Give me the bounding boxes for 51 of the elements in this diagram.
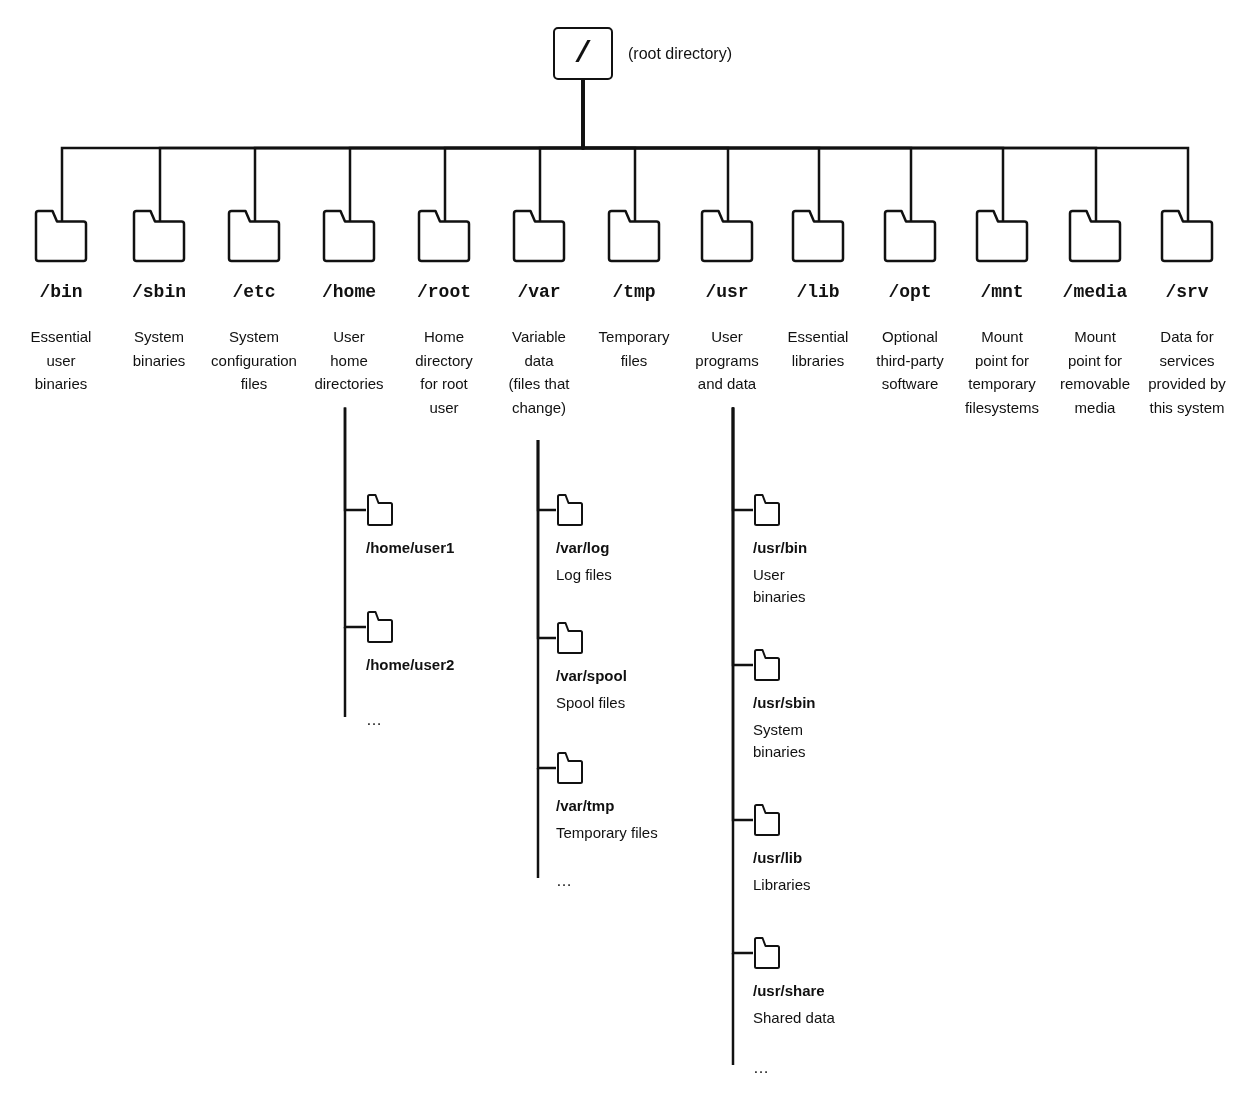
directory-description: Libraries	[753, 875, 811, 895]
directory-path: /usr	[705, 281, 749, 304]
directory-description: Log files	[556, 565, 612, 585]
tree-connector	[536, 440, 556, 770]
directory-path: /srv	[1165, 281, 1209, 304]
node-annotation: (root directory)	[628, 44, 733, 64]
tree-connector	[343, 407, 366, 629]
directory-path: /tmp	[612, 281, 656, 304]
directory-path: /media	[1062, 281, 1128, 304]
ellipsis: …	[753, 1058, 769, 1078]
tree-connector	[731, 407, 753, 955]
directory-path: /usr/lib	[753, 848, 803, 868]
directory-description: User home directories	[313, 327, 385, 394]
directory-path: /home	[322, 281, 376, 304]
directory-description: Essential user binaries	[29, 327, 93, 394]
directory-path: /var	[517, 281, 561, 304]
root-box	[553, 27, 613, 80]
directory-description: Data for services provided by this system	[1147, 327, 1227, 418]
directory-path: /lib	[796, 281, 840, 304]
directory-description: Mount point for removable media	[1058, 327, 1131, 418]
directory-description: Mount point for temporary filesystems	[964, 327, 1040, 418]
directory-path: /mnt	[980, 281, 1024, 304]
directory-description: Essential libraries	[786, 327, 850, 371]
directory-path: /usr/share	[753, 981, 825, 1001]
directory-path: /sbin	[132, 281, 186, 304]
directory-path: /home/user1	[366, 538, 455, 558]
directory-path: /home/user2	[366, 655, 455, 675]
directory-path: /var/log	[556, 538, 610, 558]
directory-description: Optional third-party software	[875, 327, 945, 394]
directory-path: /usr/sbin	[753, 693, 816, 713]
directory-path: /etc	[232, 281, 276, 304]
directory-description: Spool files	[556, 693, 626, 713]
directory-description: User binaries	[753, 565, 807, 607]
directory-description: Variable data (files that change)	[507, 327, 571, 418]
directory-path: /	[574, 38, 592, 69]
directory-description: Home directory for root user	[414, 327, 474, 418]
directory-path: /usr/bin	[753, 538, 808, 558]
ellipsis: …	[366, 710, 382, 730]
directory-description: System binaries	[131, 327, 187, 371]
directory-description: System binaries	[753, 720, 807, 762]
directory-path: /var/spool	[556, 666, 627, 686]
directory-description: Temporary files	[597, 327, 671, 371]
directory-description: User programs and data	[694, 327, 760, 394]
directory-description: Temporary files	[556, 823, 658, 843]
ellipsis: …	[556, 871, 572, 891]
directory-path: /var/tmp	[556, 796, 615, 816]
directory-path: /root	[417, 281, 471, 304]
directory-description: System configuration files	[210, 327, 298, 394]
directory-path: /opt	[888, 281, 932, 304]
directory-description: Shared data	[753, 1008, 835, 1028]
directory-path: /bin	[39, 281, 83, 304]
